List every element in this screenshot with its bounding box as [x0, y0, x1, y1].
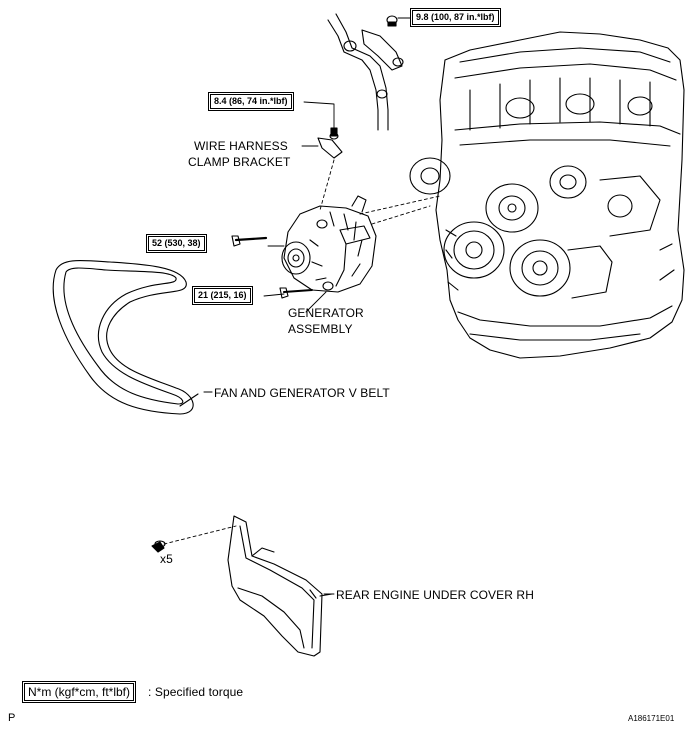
torque-value-clamp-bracket: 8.4 (86, 74 in.*lbf)	[210, 94, 292, 109]
wire-harness-label-line1: WIRE HARNESS	[194, 139, 288, 153]
under-cover-rh	[227, 515, 333, 657]
torque-value-generator-upper-bolt: 52 (530, 38)	[148, 236, 205, 251]
dipstick-tube	[327, 13, 404, 131]
generator-assembly	[231, 195, 377, 299]
under-cover-label: REAR ENGINE UNDER COVER RH	[336, 588, 534, 602]
leader-lines	[263, 17, 411, 595]
engine-block	[409, 31, 685, 359]
dipstick-bolt	[386, 15, 398, 27]
figure-id: A186171E01	[628, 714, 675, 723]
page-mark: P	[8, 712, 16, 724]
torque-legend-text: : Specified torque	[148, 685, 244, 699]
v-belt	[52, 259, 213, 415]
generator-label-line2: ASSEMBLY	[288, 322, 353, 336]
wire-harness-label-line2: CLAMP BRACKET	[188, 155, 291, 169]
reference-dashed-lines	[163, 159, 441, 545]
clip-bolt	[151, 540, 166, 553]
v-belt-label: FAN AND GENERATOR V BELT	[214, 386, 390, 400]
torque-value-generator-lower-bolt: 21 (215, 16)	[194, 288, 251, 303]
wire-harness-clamp-bracket	[317, 127, 343, 159]
torque-value-dipstick: 9.8 (100, 87 in.*lbf)	[412, 10, 499, 25]
bolt-quantity-label: x5	[160, 552, 173, 566]
generator-label-line1: GENERATOR	[288, 306, 364, 320]
torque-legend-unit-box: N*m (kgf*cm, ft*lbf)	[24, 683, 135, 701]
